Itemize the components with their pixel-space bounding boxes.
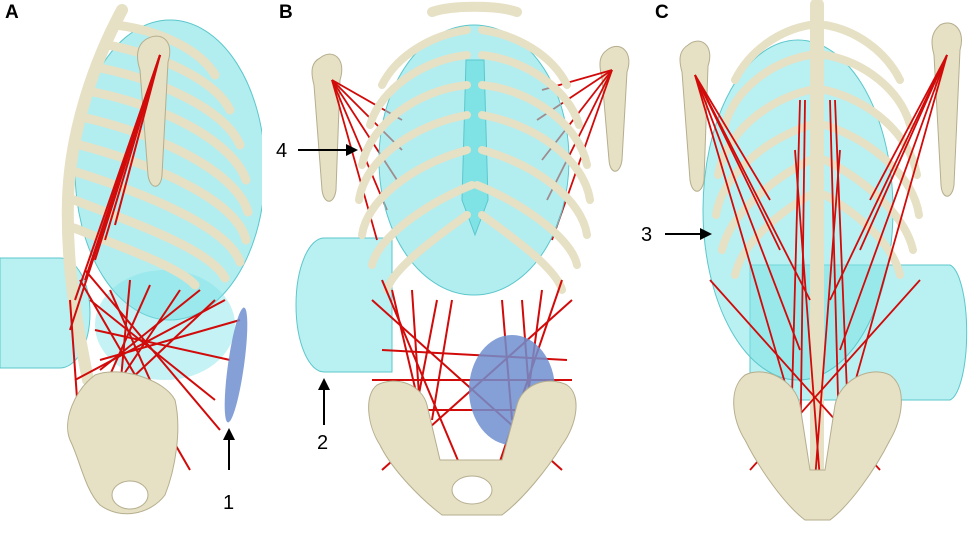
arrow-head-1 (223, 428, 235, 440)
panel-b-anterior-view: B 4 2 (262, 0, 650, 534)
callout-label-1: 1 (223, 492, 235, 514)
humerus-shape (137, 35, 171, 187)
pelvis-foramen-shape (111, 480, 149, 510)
cylinder-shape (295, 237, 393, 373)
callout-label-3: 3 (641, 224, 653, 246)
rib-cage-shape (712, 21, 923, 279)
spine-shape (61, 4, 128, 386)
pelvis-shape (67, 371, 179, 515)
abdominal-pad-shape (224, 307, 248, 423)
vertebra-top-shape (427, 1, 522, 17)
panel-a-lateral-view: A 1 (0, 0, 262, 534)
panel-label-c: C (655, 2, 669, 23)
rib-cage-shape (355, 26, 594, 294)
arrow-head-2 (318, 378, 330, 390)
rib-cage-shape (69, 20, 253, 290)
panel-label-a: A (5, 2, 19, 23)
callout-label-2: 2 (317, 432, 329, 454)
panel-c-posterior-view: C 3 (641, 0, 969, 534)
panel-b-illustration (295, 1, 630, 516)
pelvis-foramen-shape (451, 475, 493, 505)
arrow-head-4 (346, 144, 358, 156)
arrow-head-3 (700, 228, 712, 240)
muscle-lines (69, 54, 241, 471)
callout-label-4: 4 (276, 140, 288, 162)
pelvis-shape (368, 380, 577, 516)
humerus-right-shape (311, 53, 343, 202)
panel-label-b: B (279, 2, 293, 23)
panel-a-illustration (0, 4, 262, 515)
humerus-left-shape (679, 40, 711, 192)
humerus-right-shape (931, 22, 962, 197)
pelvis-shape (733, 371, 902, 521)
panel-c-illustration (665, 0, 968, 521)
humerus-left-shape (599, 45, 630, 172)
